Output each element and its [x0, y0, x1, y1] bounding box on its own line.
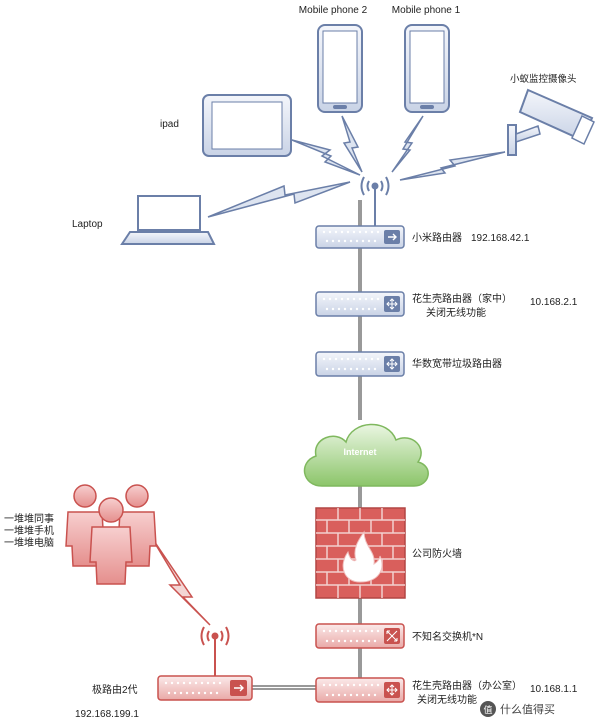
- internet-cloud-icon: [303, 423, 429, 487]
- huashu-router-icon: [315, 351, 405, 377]
- svg-text:值: 值: [483, 704, 492, 715]
- jiluyou-router-icon: [157, 675, 253, 701]
- ipad-label: ipad: [160, 119, 179, 130]
- watermark-text: 什么值得买: [500, 703, 555, 716]
- firewall-icon: [315, 507, 406, 599]
- hsk-office-label-line1: 花生壳路由器（办公室）: [412, 679, 522, 692]
- wireless-bolt-camera: [399, 151, 506, 181]
- wireless-bolt-phone2: [341, 115, 363, 173]
- hsk-office-label-line2: 关闭无线功能: [417, 693, 477, 706]
- hsk-home-router-icon: [315, 291, 405, 317]
- wireless-bolt-users: [149, 534, 211, 626]
- firewall-label: 公司防火墙: [412, 547, 462, 560]
- mobile-phone-2: [317, 24, 363, 113]
- mobile-phone-2-label: Mobile phone 2: [299, 5, 368, 16]
- wireless-bolt-ipad: [291, 139, 361, 176]
- users-label-line1: 一堆堆同事: [4, 512, 54, 525]
- mobile-phone-1-label: Mobile phone 1: [392, 5, 461, 16]
- jiluyou-ip: 192.168.199.1: [75, 709, 139, 720]
- switch-icon: [315, 623, 405, 649]
- xiaomi-router-ip: 192.168.42.1: [471, 233, 530, 244]
- watermark: 值 什么值得买: [480, 701, 555, 717]
- laptop-computer: [120, 195, 216, 245]
- huashu-router-label: 华数宽带垃圾路由器: [412, 357, 502, 370]
- wifi-antenna-icon: [360, 176, 390, 226]
- hsk-office-ip: 10.168.1.1: [530, 684, 578, 695]
- hsk-home-ip: 10.168.2.1: [530, 297, 578, 308]
- wireless-bolt-phone1: [391, 115, 424, 173]
- hsk-office-router-icon: [315, 677, 405, 703]
- wireless-links-home: [207, 115, 506, 218]
- switch-label: 不知名交换机*N: [412, 630, 483, 643]
- wireless-link-office: [149, 534, 211, 626]
- camera-label: 小蚁监控摄像头: [510, 73, 577, 85]
- jiluyou-label: 极路由2代: [92, 683, 138, 696]
- wifi-antenna-office-icon: [200, 626, 230, 676]
- ipad-tablet: [202, 94, 292, 157]
- laptop-label: Laptop: [72, 219, 103, 230]
- xiaomi-router-icon: [315, 225, 405, 249]
- hsk-home-label-line1: 花生壳路由器（家中）: [412, 292, 512, 305]
- users-label-line3: 一堆堆电脑: [4, 536, 54, 549]
- users-group-icon: [65, 484, 157, 585]
- internet-label: Internet: [343, 447, 376, 457]
- mobile-phone-1: [404, 24, 450, 113]
- connection-lines: [252, 200, 362, 690]
- hsk-home-label-line2: 关闭无线功能: [426, 306, 486, 319]
- xiaomi-router-label: 小米路由器: [412, 231, 462, 244]
- camera-icon: [507, 88, 595, 156]
- wireless-bolt-laptop: [207, 181, 351, 218]
- users-label-line2: 一堆堆手机: [4, 524, 54, 537]
